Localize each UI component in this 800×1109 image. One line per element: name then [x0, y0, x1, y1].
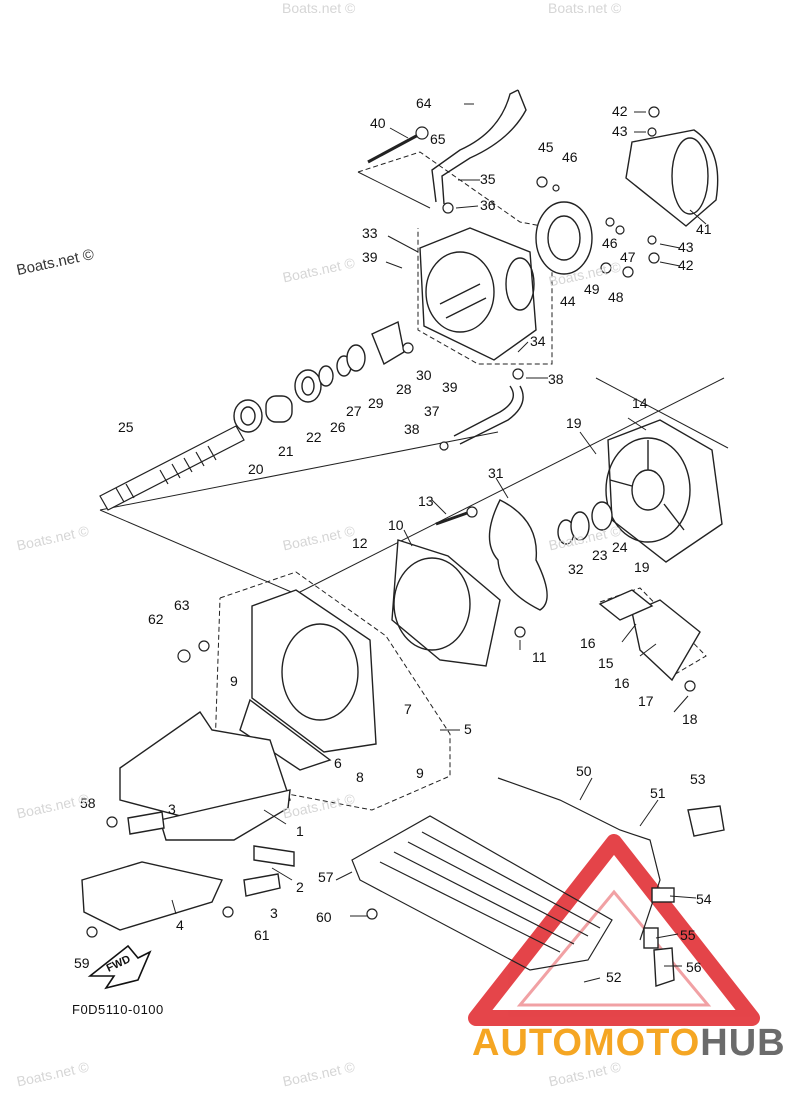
callout-38: 38 [404, 421, 420, 437]
watermark: Boats.net © [282, 0, 356, 16]
callout-59: 59 [74, 955, 90, 971]
callout-46: 46 [602, 235, 618, 251]
callout-11: 11 [532, 649, 547, 665]
callout-7: 7 [404, 701, 412, 717]
callout-52: 52 [606, 969, 622, 985]
callout-29: 29 [368, 395, 384, 411]
callout-31: 31 [488, 465, 504, 481]
callout-25: 25 [118, 419, 134, 435]
callout-13: 13 [418, 493, 434, 509]
callout-6: 6 [334, 755, 342, 771]
callout-44: 44 [560, 293, 576, 309]
ride-plate-parts [81, 711, 295, 931]
callout-23: 23 [592, 547, 608, 563]
callout-16: 16 [614, 675, 630, 691]
callout-43: 43 [612, 123, 628, 139]
callout-63: 63 [174, 597, 190, 613]
callout-10: 10 [388, 517, 404, 533]
callout-17: 17 [638, 693, 654, 709]
callout-24: 24 [612, 539, 628, 555]
jet-pump-housing [419, 227, 537, 361]
intake-grate [351, 777, 661, 971]
bolts [86, 106, 696, 938]
callout-20: 20 [248, 461, 264, 477]
bearing-stack [233, 320, 405, 433]
callout-49: 49 [584, 281, 600, 297]
callout-19: 19 [634, 559, 650, 575]
callout-57: 57 [318, 869, 334, 885]
brand-triangle-logo [468, 834, 760, 1026]
callout-1: 1 [296, 823, 304, 839]
callout-33: 33 [362, 225, 378, 241]
intake-duct [239, 539, 501, 771]
callout-42: 42 [612, 103, 628, 119]
callout-64: 64 [416, 95, 432, 111]
diagram-code: F0D5110-0100 [72, 1002, 164, 1017]
callout-34: 34 [530, 333, 546, 349]
small-parts [598, 589, 725, 987]
callout-22: 22 [306, 429, 322, 445]
brand-part-hub: HUB [700, 1022, 786, 1064]
callout-39: 39 [442, 379, 458, 395]
callout-2: 2 [296, 879, 304, 895]
callout-54: 54 [696, 891, 712, 907]
callout-8: 8 [356, 769, 364, 785]
callout-60: 60 [316, 909, 332, 925]
callout-18: 18 [682, 711, 698, 727]
callout-12: 12 [352, 535, 368, 551]
callout-9: 9 [416, 765, 424, 781]
callout-55: 55 [680, 927, 696, 943]
callout-30: 30 [416, 367, 432, 383]
callout-40: 40 [370, 115, 386, 131]
callout-26: 26 [330, 419, 346, 435]
callout-47: 47 [620, 249, 636, 265]
callout-51: 51 [650, 785, 666, 801]
callout-62: 62 [148, 611, 164, 627]
callout-58: 58 [80, 795, 96, 811]
callout-16: 16 [580, 635, 596, 651]
callout-3: 3 [270, 905, 278, 921]
leader-lines [171, 103, 707, 983]
callout-5: 5 [464, 721, 472, 737]
callout-14: 14 [632, 395, 648, 411]
panel-lines [99, 171, 729, 595]
callout-9: 9 [230, 673, 238, 689]
callout-4: 4 [176, 917, 184, 933]
hoses [431, 89, 527, 445]
callout-41: 41 [696, 221, 712, 237]
brand-part-moto: MOTO [582, 1022, 701, 1064]
callout-37: 37 [424, 403, 440, 419]
callout-35: 35 [480, 171, 496, 187]
watermark: Boats.net © [548, 0, 622, 16]
callout-45: 45 [538, 139, 554, 155]
callout-27: 27 [346, 403, 362, 419]
callout-48: 48 [608, 289, 624, 305]
fwd-arrow [87, 944, 152, 990]
callout-46: 46 [562, 149, 578, 165]
callout-56: 56 [686, 959, 702, 975]
brand-part-auto: AUTO [472, 1022, 583, 1064]
impeller [488, 499, 613, 611]
callout-3: 3 [168, 801, 176, 817]
callout-19: 19 [566, 415, 582, 431]
callout-39: 39 [362, 249, 378, 265]
callout-50: 50 [576, 763, 592, 779]
drive-shaft [99, 425, 245, 511]
nozzle-parts [535, 129, 719, 275]
callout-42: 42 [678, 257, 694, 273]
brand-wordmark: AUTOMOTOHUB [472, 1022, 786, 1065]
callout-28: 28 [396, 381, 412, 397]
callout-21: 21 [278, 443, 294, 459]
callout-61: 61 [254, 927, 270, 943]
impeller-housing [605, 419, 723, 563]
callout-32: 32 [568, 561, 584, 577]
callout-36: 36 [480, 197, 496, 213]
callout-65: 65 [430, 131, 446, 147]
callout-53: 53 [690, 771, 706, 787]
callout-15: 15 [598, 655, 614, 671]
callout-43: 43 [678, 239, 694, 255]
callout-38: 38 [548, 371, 564, 387]
